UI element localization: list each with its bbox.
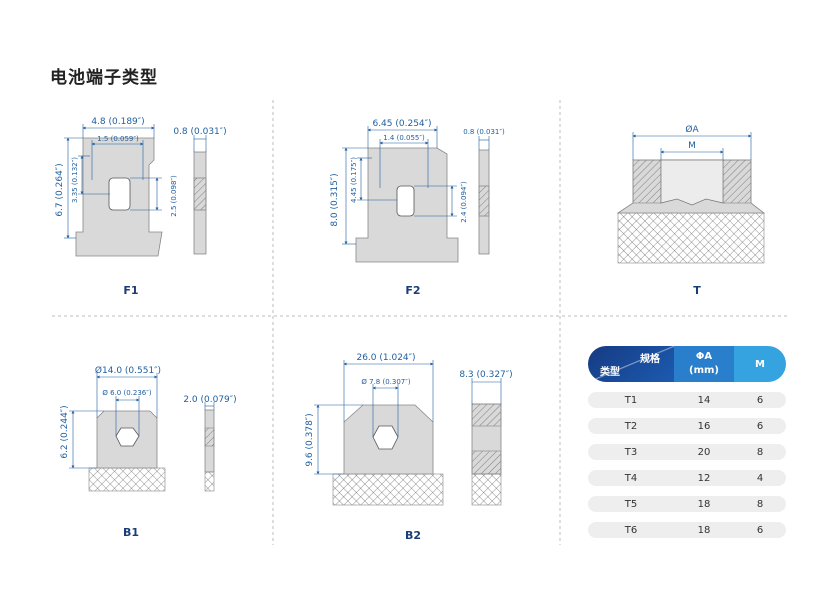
cell-a: 14 [697,394,711,406]
cell-m: 6 [756,420,764,432]
b1-base [88,467,166,492]
cell-a: 16 [697,420,711,432]
cell-a: 20 [697,446,711,458]
f2-width-dim: 6.45 (0.254″) [372,119,431,129]
table-row: T5 18 8 [588,496,786,512]
table-row: T3 20 8 [588,444,786,460]
f1-label: F1 [123,284,138,297]
header-m: M [755,358,765,370]
cell-m: 6 [756,394,764,406]
cell-a: 12 [697,472,711,484]
b1-terminal: Ø14.0 (0.551″) Ø 6.0 (0.236″) 6.2 (0.244… [60,365,237,539]
t-label: T [693,284,701,297]
b1-height-dim: 6.2 (0.244″) [60,405,70,458]
f2-hole-height-dim: 2.4 (0.094″) [460,181,468,223]
cell-m: 6 [756,524,764,536]
b1-hole-dim: Ø 6.0 (0.236″) [102,389,151,397]
header-m-cell: M [734,346,786,382]
f2-hole-width-dim: 1.4 (0.055″) [383,134,425,142]
b2-width-dim: 26.0 (1.024″) [356,353,415,363]
f1-height-dim: 6.7 (0.264″) [55,163,65,216]
header-type: 类型 [600,367,620,378]
f2-slot [396,185,415,217]
terminal-spec-table: 规格 类型 ΦA (mm) M T1 14 6 T2 16 6 T3 20 8 T4 12 4 … [588,346,786,538]
f1-terminal: 4.8 (0.189″) 1.5 (0.059″) 6.7 (0.264″) 3… [55,117,227,297]
cell-a: 18 [697,498,711,510]
b1-label: B1 [123,526,139,539]
t-base [617,212,765,264]
header-spec: 规格 [640,354,660,365]
t-terminal: ØA M T [616,124,766,297]
cell-m: 8 [756,446,764,458]
cell-type: T1 [624,394,638,406]
header-a: ΦA [695,351,713,362]
table-row: T4 12 4 [588,470,786,486]
table-body: T1 14 6 T2 16 6 T3 20 8 T4 12 4 T5 18 8 T6 18 6 [588,392,786,538]
t-inner-dim: M [688,141,696,151]
cell-type: T3 [624,446,638,458]
f2-thickness-dim: 0.8 (0.031″) [463,128,505,136]
b2-height-dim: 9.6 (0.378″) [305,413,315,466]
cell-type: T6 [624,524,638,536]
f1-width-dim: 4.8 (0.189″) [91,117,144,127]
f2-label: F2 [405,284,420,297]
f1-slot [108,177,131,211]
header-a-unit: (mm) [689,365,719,376]
table-row: T6 18 6 [588,522,786,538]
b2-terminal: 26.0 (1.024″) Ø 7.8 (0.307″) 9.6 (0.378″… [305,353,513,542]
b1-thickness-dim: 2.0 (0.079″) [183,395,236,405]
page-title: 电池端子类型 [50,68,158,88]
table-row: T2 16 6 [588,418,786,434]
f1-thickness-dim: 0.8 (0.031″) [173,127,226,137]
f2-hole-top-dim: 4.45 (0.175″) [350,157,358,203]
f2-height-dim: 8.0 (0.315″) [330,173,340,226]
cell-m: 4 [756,472,764,484]
grid-separators [52,100,790,545]
f1-hole-width-dim: 1.5 (0.059″) [97,135,139,143]
b2-thickness-dim: 8.3 (0.327″) [459,370,512,380]
b1-width-dim: Ø14.0 (0.551″) [95,365,161,376]
b2-base [332,473,444,506]
f1-hole-top-dim: 3.35 (0.132″) [71,157,79,203]
cell-a: 18 [697,524,711,536]
header-type-cell: 规格 类型 [588,346,674,382]
f2-terminal: 6.45 (0.254″) 1.4 (0.055″) 8.0 (0.315″) … [330,119,505,297]
cell-type: T2 [624,420,638,432]
b2-label: B2 [405,529,421,542]
header-a-cell: ΦA (mm) [674,346,734,382]
table-row: T1 14 6 [588,392,786,408]
cell-type: T5 [624,498,638,510]
f1-hole-height-dim: 2.5 (0.098″) [170,175,178,217]
t-outer-dim: ØA [685,124,699,135]
b2-hole-dim: Ø 7.8 (0.307″) [361,378,410,386]
cell-m: 8 [756,498,764,510]
cell-type: T4 [624,472,638,484]
table-header: 规格 类型 ΦA (mm) M [588,346,786,382]
